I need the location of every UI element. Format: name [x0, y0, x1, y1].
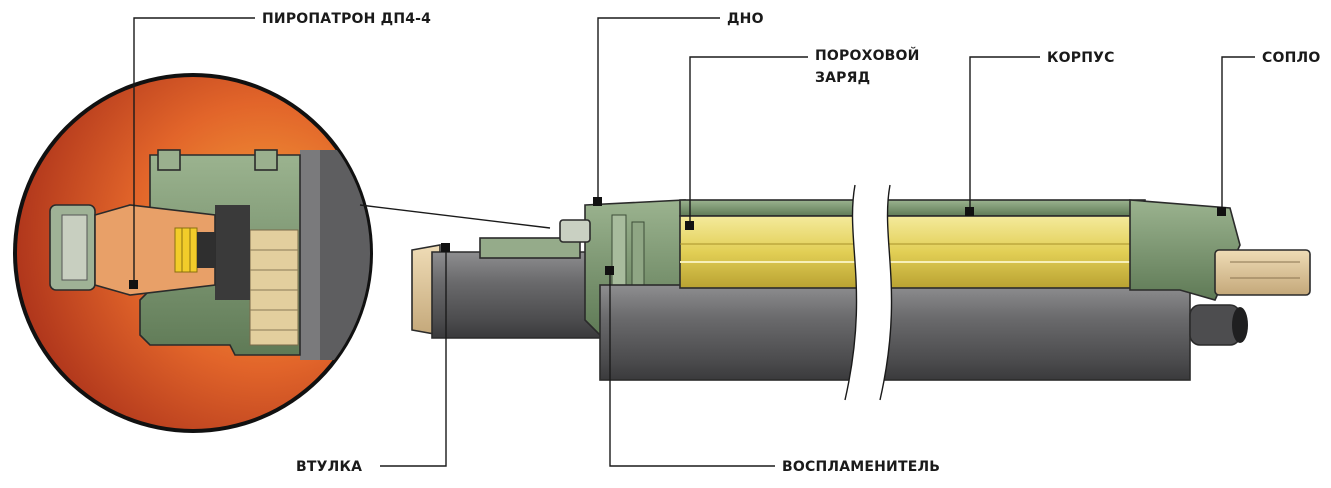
- zoom-connector-line: [359, 204, 551, 229]
- marker-body: [965, 207, 974, 216]
- marker-igniter: [605, 266, 614, 275]
- leader-bushing: [380, 247, 447, 467]
- label-charge-line1: ПОРОХОВОЙ: [815, 47, 920, 64]
- label-bushing: ВТУЛКА: [296, 459, 362, 475]
- leader-igniter: [609, 270, 775, 467]
- marker-bottom: [593, 197, 602, 206]
- leader-charge: [689, 56, 808, 226]
- label-body: КОРПУС: [1047, 50, 1115, 66]
- leader-squib: [133, 17, 255, 285]
- marker-bushing: [441, 243, 450, 252]
- label-charge-line2: ЗАРЯД: [815, 70, 870, 86]
- leader-body: [969, 56, 1040, 212]
- marker-squib: [129, 280, 138, 289]
- marker-nozzle: [1217, 207, 1226, 216]
- marker-charge: [685, 221, 694, 230]
- label-bottom: ДНО: [727, 11, 764, 27]
- powder-accelerator: [411, 184, 1311, 401]
- leader-bottom: [597, 17, 720, 200]
- label-squib: ПИРОПАТРОН ДП4-4: [262, 11, 431, 27]
- squib-zoom-circle: [13, 73, 373, 433]
- label-igniter: ВОСПЛАМЕНИТЕЛЬ: [782, 459, 940, 475]
- label-nozzle: СОПЛО: [1262, 50, 1320, 66]
- leader-lines: [129, 17, 1255, 467]
- leader-nozzle: [1221, 56, 1255, 212]
